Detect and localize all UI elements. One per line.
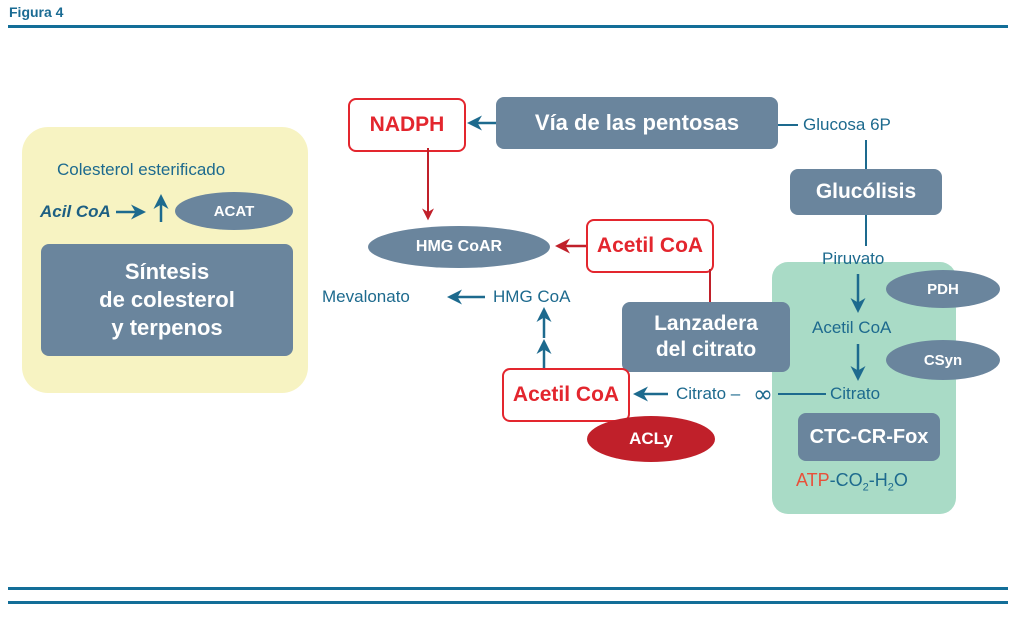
piruvato-label: Piruvato — [822, 249, 885, 268]
pdh-enzyme: PDH — [886, 270, 1000, 308]
sintesis-line-3: y terpenos — [111, 315, 223, 340]
transporter-symbol: ∞ — [753, 380, 773, 408]
atp-text: ATP — [796, 470, 830, 490]
citrato-mito-label: Citrato — [830, 384, 881, 403]
bottom-rule-1 — [8, 587, 1008, 590]
csyn-enzyme: CSyn — [886, 340, 1000, 380]
hmg-coar-enzyme: HMG CoAR — [368, 226, 550, 268]
bottom-rule-2 — [8, 601, 1008, 604]
citrato-cytosol-label: Citrato – — [676, 384, 741, 403]
co2-subscript: 2 — [862, 481, 869, 494]
h2o-subscript: 2 — [887, 481, 894, 494]
acat-enzyme: ACAT — [175, 192, 293, 230]
acetil-coa-top-box: Acetil CoA — [586, 219, 714, 273]
top-rule — [8, 25, 1008, 28]
acil-coa-label: Acil CoA — [40, 202, 111, 221]
sintesis-colesterol-box: Síntesis de colesterol y terpenos — [41, 244, 293, 356]
acly-enzyme: ACLy — [587, 416, 715, 462]
glucosa-6p-label: Glucosa 6P — [803, 115, 891, 134]
acetil-coa-mito-label: Acetil CoA — [812, 318, 892, 337]
acetil-coa-bottom-box: Acetil CoA — [502, 368, 630, 422]
co-text: -CO — [829, 470, 863, 490]
colesterol-esterificado-label: Colesterol esterificado — [57, 160, 226, 179]
lanzadera-line-1: Lanzadera — [654, 312, 758, 335]
o-text: O — [893, 470, 908, 490]
nadph-box: NADPH — [348, 98, 466, 152]
lanzadera-citrato-box: Lanzadera del citrato — [622, 302, 790, 372]
mevalonato-label: Mevalonato — [322, 287, 410, 306]
hmg-coa-label: HMG CoA — [493, 287, 571, 306]
ctc-cr-fox-box: CTC-CR-Fox — [798, 413, 940, 461]
via-pentosas-box: Vía de las pentosas — [496, 97, 778, 149]
h-text: -H — [868, 470, 888, 490]
lanzadera-line-2: del citrato — [655, 338, 757, 361]
sintesis-line-1: Síntesis — [124, 259, 210, 284]
products-label: ATP-CO2-H2O — [796, 470, 908, 494]
glucolisis-box: Glucólisis — [790, 169, 942, 215]
sintesis-line-2: de colesterol — [99, 287, 235, 312]
figure-title: Figura 4 — [9, 4, 64, 20]
